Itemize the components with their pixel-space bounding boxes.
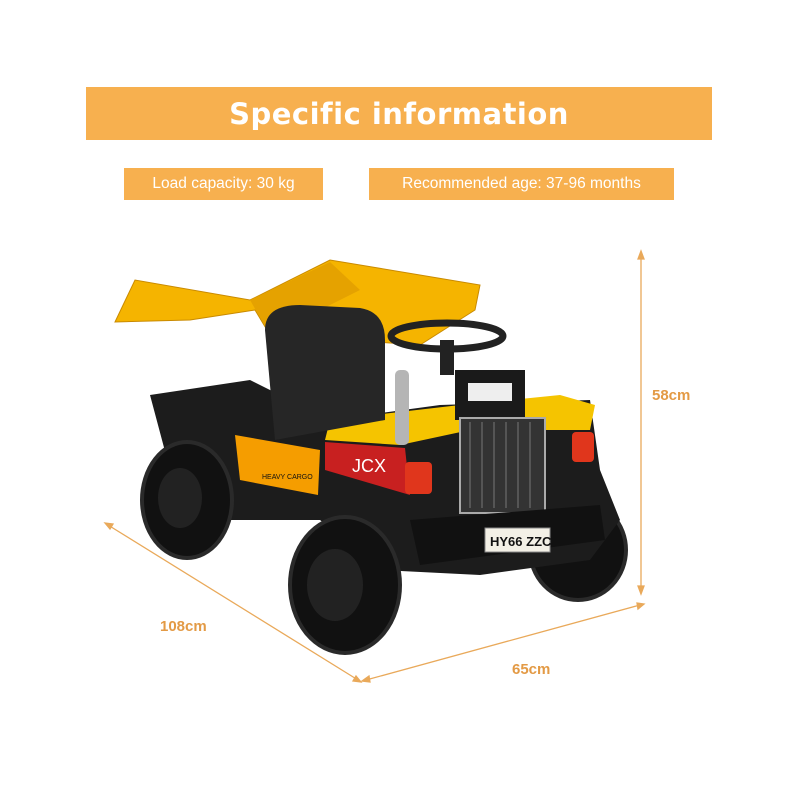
brand-label: JCX [352, 456, 386, 476]
height-dimension-label: 58cm [652, 387, 691, 404]
page-title: Specific information [229, 96, 569, 131]
license-plate: HY66 ZZC [490, 534, 552, 549]
load-capacity-badge: Load capacity: 30 kg [124, 168, 323, 200]
side-decal: HEAVY CARGO [262, 474, 313, 481]
length-dimension-label: 108cm [160, 618, 207, 635]
recommended-age-badge: Recommended age: 37-96 months [369, 168, 674, 200]
width-dimension-label: 65cm [512, 661, 551, 678]
dimension-lines [103, 249, 646, 683]
header-banner: Specific information [86, 87, 712, 140]
truck-illustration: JCX HEAVY CARGO HY66 ZZC [114, 259, 628, 655]
